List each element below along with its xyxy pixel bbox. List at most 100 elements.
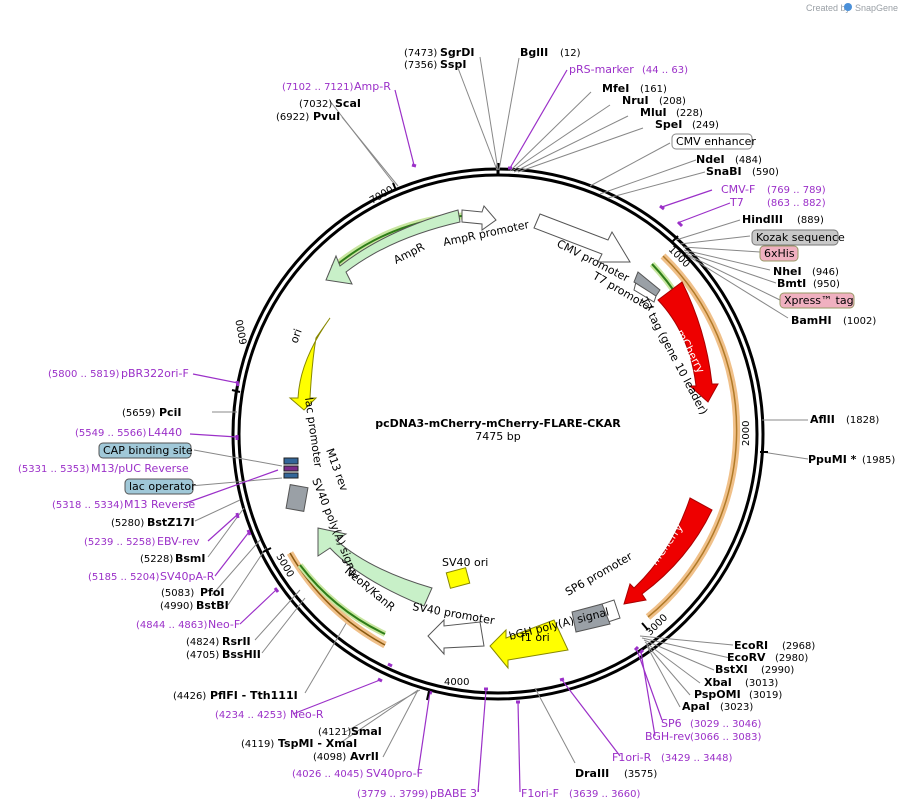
label-sp6-promoter: SP6 promoter [563, 550, 635, 599]
ampr-promoter-arrow[interactable] [461, 205, 497, 231]
enzyme-sgrdi: SgrDI [440, 46, 474, 59]
bgh-polya-box[interactable] [571, 603, 611, 633]
label-m13-rev: M13 rev [323, 447, 351, 494]
primer-cmv-f: CMV-F [721, 183, 755, 196]
mcherry-orange-band-edge [647, 255, 738, 618]
primer-prs-marker-pos: (44 .. 63) [642, 65, 688, 76]
primer-amp-r: Amp-R [354, 80, 391, 93]
sv40-ori-box[interactable] [445, 567, 471, 589]
primer-m13-puc-reverse: M13/pUC Reverse [91, 462, 189, 475]
xpress-tag[interactable]: Xpress™ tag [779, 292, 855, 309]
snapgene-logo: SnapGene [844, 3, 898, 13]
pos-rsrii: (4824) [186, 637, 219, 648]
lac-operator-tag[interactable]: lac operator [124, 478, 196, 495]
primer-f1ori-r: F1ori-R [612, 751, 652, 764]
enzyme-pcii: PciI [159, 406, 181, 419]
tick-4000: 4000 [444, 677, 469, 688]
pos-pvui: (6922) [276, 112, 309, 123]
enzyme-ecorv: EcoRV [727, 651, 766, 664]
pos-mfei: (161) [640, 84, 667, 95]
mcherry-arrow-2[interactable] [623, 497, 713, 605]
primer-sv40pro-f: SV40pro-F [366, 767, 423, 780]
f1-ori-arrow[interactable] [489, 619, 569, 670]
label-sv40-ori: SV40 ori [442, 556, 488, 569]
kozak-sequence-tag[interactable]: Kozak sequence [751, 229, 845, 246]
pos-bglii: (12) [560, 48, 581, 59]
lac-promoter-box[interactable] [283, 465, 299, 472]
tag-block-arrow[interactable] [633, 271, 661, 297]
pos-bstxi: (2990) [761, 665, 794, 676]
primer-m13-reverse-pos: (5318 .. 5334) [52, 500, 124, 511]
primer-cmv-f-pos: (769 .. 789) [767, 185, 826, 196]
plasmid-size: 7475 bp [475, 430, 520, 443]
enzyme-scai: ScaI [335, 97, 361, 110]
enzyme-ppumi: PpuMI * [808, 453, 857, 466]
primer-f1ori-f-pos: (3639 .. 3660) [569, 789, 641, 800]
mcherry-arrow-1[interactable] [657, 281, 719, 403]
neor-kanr-arrow[interactable] [317, 527, 433, 607]
pos-spei: (249) [692, 120, 719, 131]
pos-sgrdi: (7473) [404, 48, 437, 59]
primer-t7: T7 [729, 196, 744, 209]
pos-ecorv: (2980) [775, 653, 808, 664]
pos-scai: (7032) [299, 99, 332, 110]
enzyme-xbai: XbaI [704, 676, 732, 689]
primer-neo-f: Neo-F [208, 618, 240, 631]
primer-pbabe3: pBABE 3' [430, 787, 480, 800]
cmv-enhancer-tag[interactable]: CMV enhancer [671, 133, 756, 150]
enzyme-pspomi: PspOMI [694, 688, 741, 701]
primer-ebv-rev-pos: (5239 .. 5258) [84, 537, 156, 548]
enzyme-nrui: NruI [622, 94, 649, 107]
enzyme-bamhi: BamHI [791, 314, 832, 327]
cap-binding-site-box[interactable] [283, 457, 299, 465]
primer-pbabe3-pos: (3779 .. 3799) [357, 789, 429, 800]
pos-sspi: (7356) [404, 60, 437, 71]
pos-bmti: (950) [813, 279, 840, 290]
lac-operator-text: lac operator [129, 480, 196, 493]
enzyme-pfoi: PfoI [200, 586, 225, 599]
pos-smai: (4121) [318, 727, 351, 738]
enzyme-mlui: MluI [640, 106, 667, 119]
enzyme-pflfi: PflFI - Tth111I [210, 689, 298, 702]
lac-operator-box[interactable] [283, 472, 299, 479]
6xhis-tag[interactable]: 6xHis [759, 245, 799, 262]
primer-l4440: L4440 [148, 426, 182, 439]
enzyme-bmti: BmtI [777, 277, 806, 290]
pos-bsshii: (4705) [186, 650, 219, 661]
cap-binding-site-tag[interactable]: CAP binding site [98, 442, 193, 459]
plasmid-title: pcDNA3-mCherry-mCherry-FLARE-CKAR [375, 417, 621, 430]
primer-sv40pa-r: SV40pA-R [160, 570, 215, 583]
enzyme-bglii: BglII [520, 46, 548, 59]
enzyme-spei: SpeI [655, 118, 682, 131]
enzyme-avrii: AvrII [350, 750, 379, 763]
label-f1-ori: f1 ori [521, 631, 550, 644]
pos-pcii: (5659) [122, 408, 155, 419]
enzyme-mfei: MfeI [602, 82, 629, 95]
pos-nhei: (946) [812, 267, 839, 278]
enzyme-ecori: EcoRI [734, 639, 768, 652]
6xhis-text: 6xHis [764, 247, 795, 260]
pos-nrui: (208) [659, 96, 686, 107]
sv40-promoter-arrow[interactable] [427, 618, 485, 656]
primer-l4440-pos: (5549 .. 5566) [75, 428, 147, 439]
primer-bgh-rev-pos: (3066 .. 3083) [690, 732, 762, 743]
pos-mlui: (228) [676, 108, 703, 119]
sv40-polya-box[interactable] [285, 484, 309, 512]
ori-arrow[interactable] [288, 317, 331, 411]
xpress-text: Xpress™ tag [784, 294, 854, 307]
enzyme-hindiii: HindIII [742, 213, 783, 226]
label-ampr: AmpR [391, 240, 427, 267]
ampr-arrow[interactable] [325, 209, 461, 285]
enzyme-bstz17i: BstZ17I [147, 516, 195, 529]
credit-text: Created by [806, 3, 851, 13]
primer-amp-r-pos: (7102 .. 7121) [282, 82, 354, 93]
enzyme-aflii: AflII [810, 413, 835, 426]
label-sv40-polya: SV40 poly(A) signal [309, 476, 361, 580]
enzyme-smai: SmaI [351, 725, 382, 738]
cmv-promoter-arrow[interactable] [533, 213, 631, 263]
pos-hindiii: (889) [797, 215, 824, 226]
primer-f1ori-r-pos: (3429 .. 3448) [661, 753, 733, 764]
enzyme-apai: ApaI [682, 700, 710, 713]
cap-binding-site-text: CAP binding site [103, 444, 193, 457]
